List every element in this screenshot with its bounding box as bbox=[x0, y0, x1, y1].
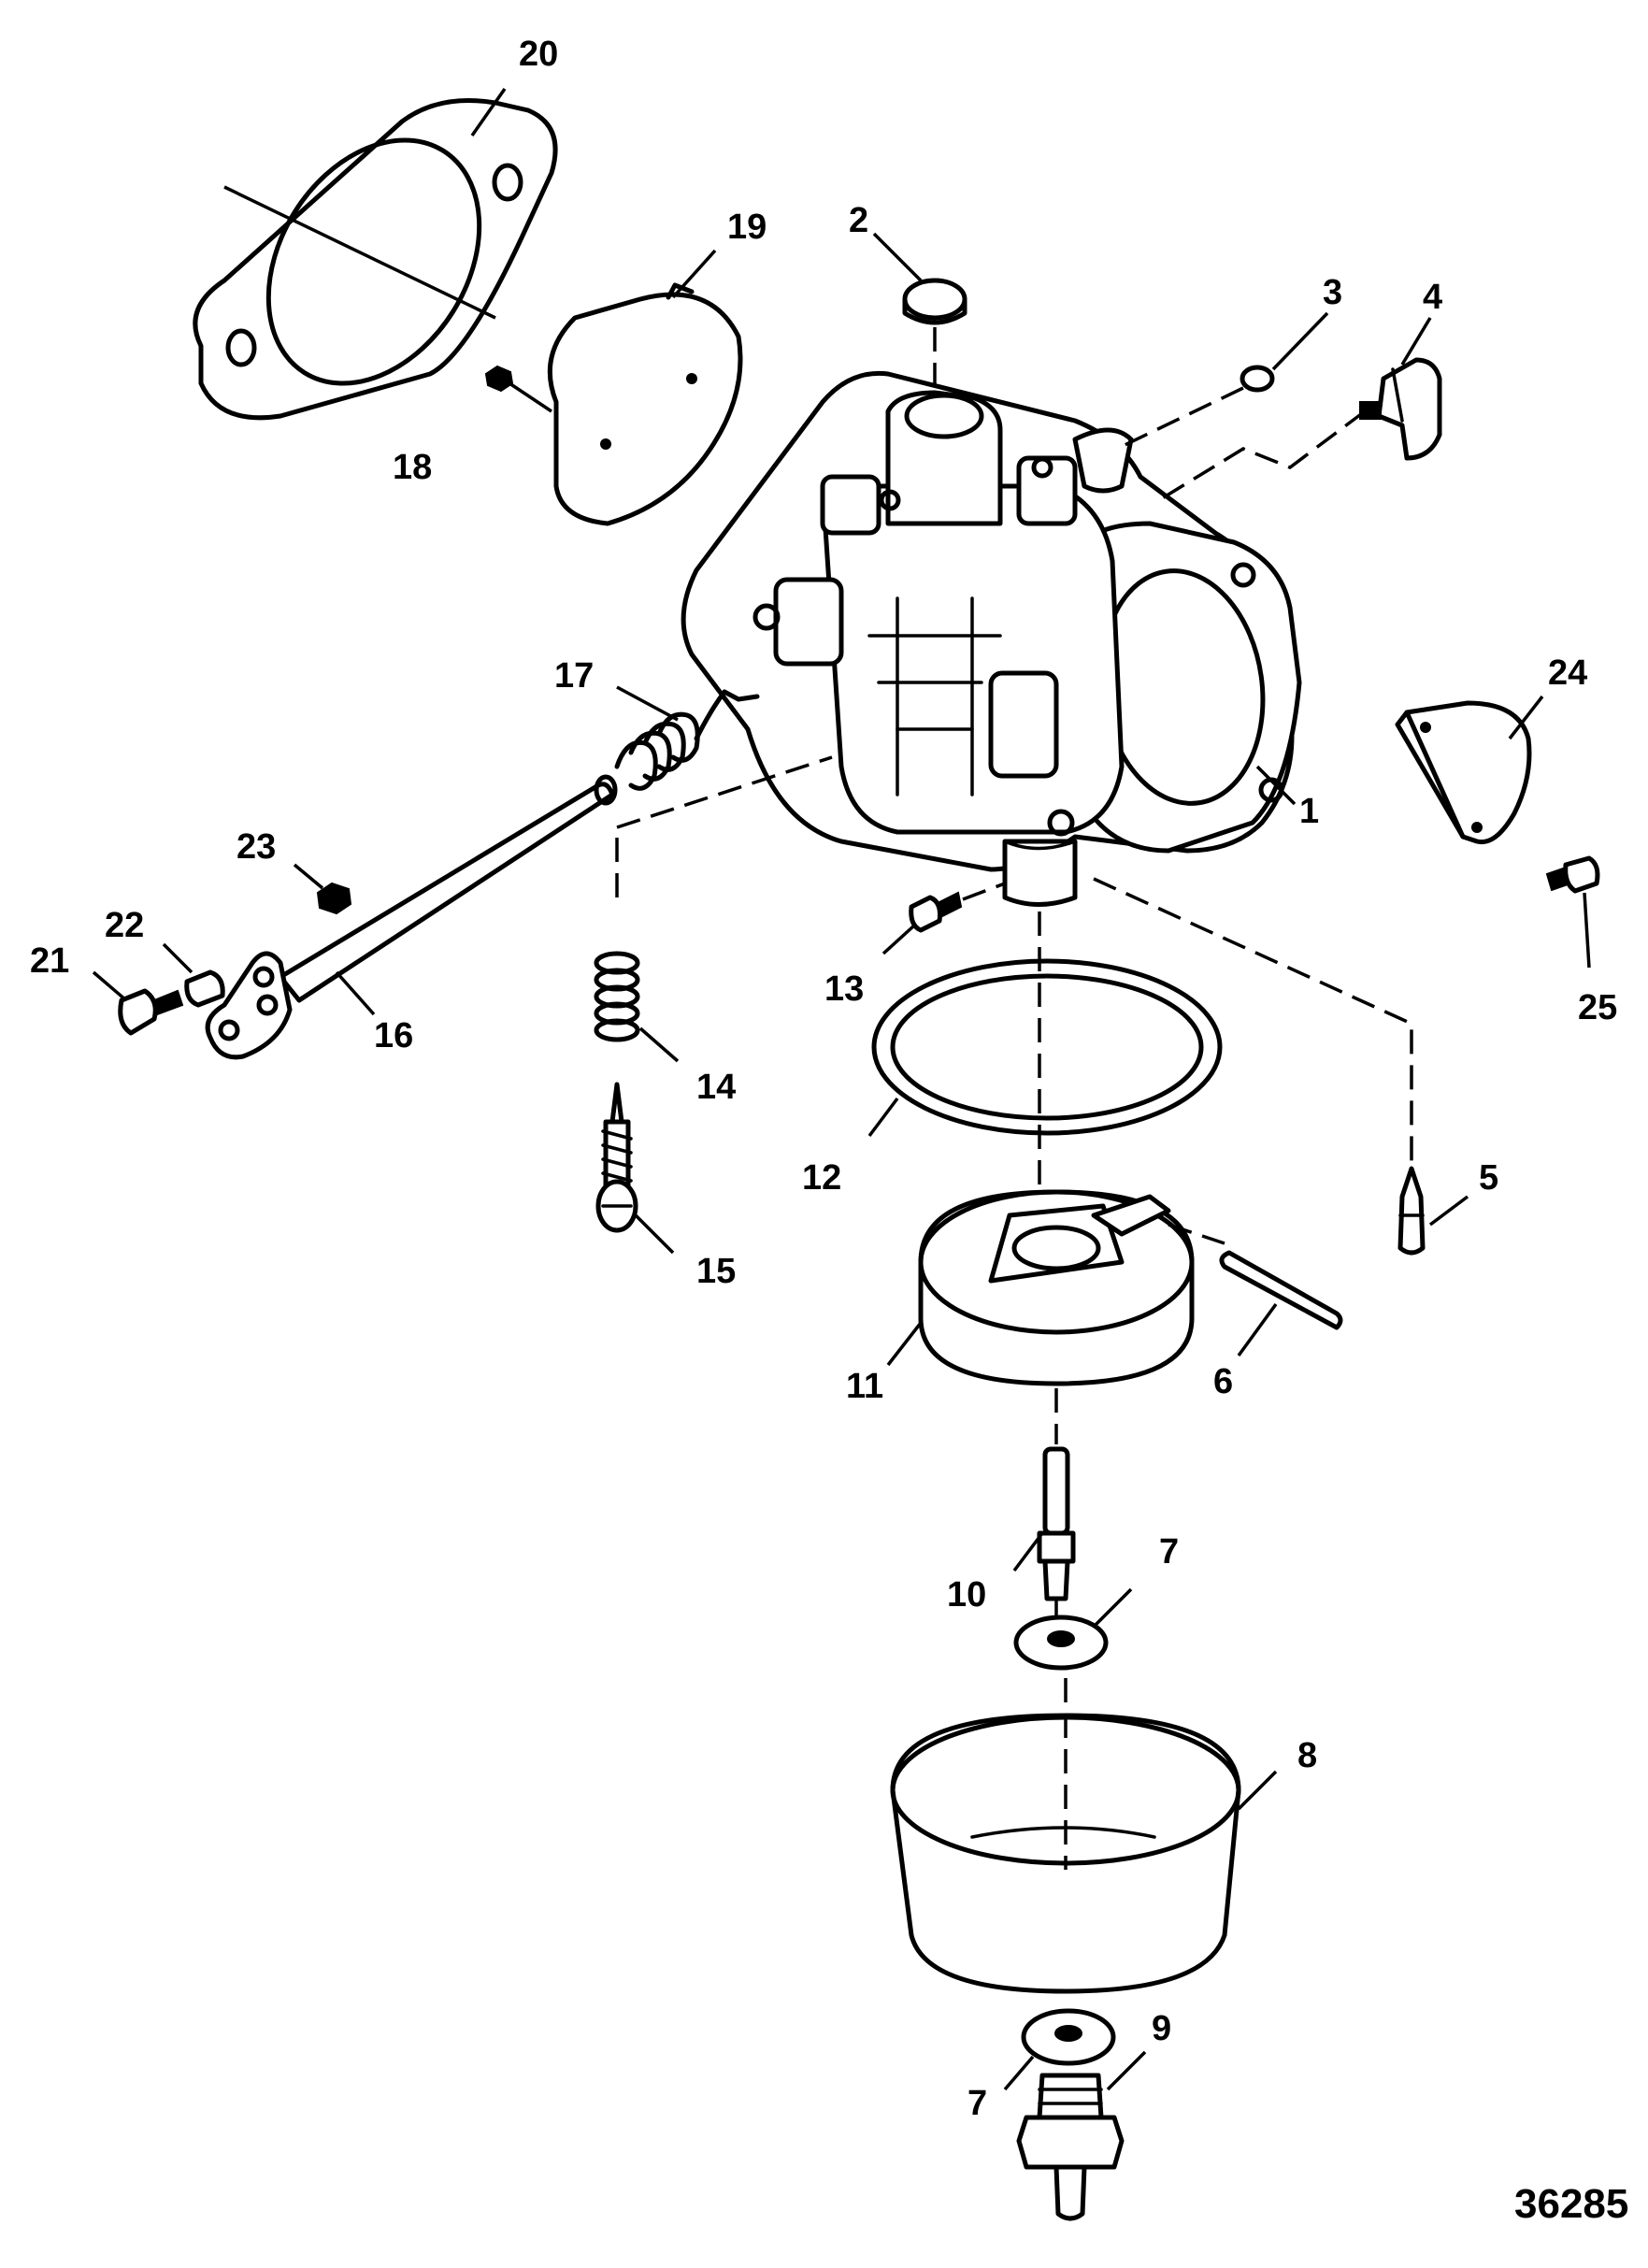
callout-11: 11 bbox=[846, 1367, 883, 1406]
callout-19: 19 bbox=[727, 208, 767, 247]
part-21-screw bbox=[92, 970, 184, 1036]
part-11-float bbox=[886, 1189, 1195, 1386]
part-6-pin bbox=[1168, 1223, 1343, 1357]
callout-2: 2 bbox=[849, 201, 868, 240]
callout-13: 13 bbox=[824, 969, 864, 1009]
part-20-gasket bbox=[193, 98, 558, 421]
part-17-spring bbox=[614, 685, 760, 791]
callout-25: 25 bbox=[1578, 988, 1617, 1027]
callout-7-upper: 7 bbox=[1159, 1532, 1179, 1572]
callout-4: 4 bbox=[1423, 278, 1442, 317]
part-19-plate bbox=[547, 282, 743, 526]
part-8-float-bowl bbox=[890, 1678, 1278, 1994]
part-23-nut bbox=[293, 863, 352, 915]
callout-22: 22 bbox=[105, 906, 144, 945]
callout-9: 9 bbox=[1152, 2009, 1171, 2048]
part-3-washer bbox=[1116, 365, 1275, 451]
callout-6: 6 bbox=[1213, 1362, 1233, 1401]
part-13-screw bbox=[881, 882, 1006, 955]
part-7-washer-lower bbox=[1003, 2008, 1116, 2091]
callout-3: 3 bbox=[1323, 273, 1342, 312]
part-25-screw bbox=[1545, 855, 1600, 969]
leader-20 bbox=[470, 87, 507, 137]
callout-16: 16 bbox=[374, 1016, 413, 1055]
part-5-jet bbox=[1093, 877, 1469, 1256]
part-4-elbow-fitting bbox=[1158, 357, 1442, 502]
leader-4 bbox=[1400, 317, 1432, 366]
figure-number: 36285 bbox=[1514, 2181, 1628, 2227]
callout-5: 5 bbox=[1479, 1158, 1498, 1198]
part-24-cover bbox=[1395, 695, 1544, 845]
part-9-drain-fitting bbox=[1016, 2050, 1147, 2221]
part-7-washer-upper bbox=[1013, 1587, 1133, 1671]
part-10-needle-valve bbox=[1012, 1388, 1076, 1636]
part-1-carburetor-body bbox=[681, 370, 1302, 907]
callout-24: 24 bbox=[1548, 653, 1587, 693]
callout-15: 15 bbox=[696, 1252, 736, 1291]
callout-14: 14 bbox=[696, 1068, 736, 1107]
callout-17: 17 bbox=[554, 656, 594, 696]
part-2-cap bbox=[902, 278, 967, 402]
callout-8: 8 bbox=[1297, 1736, 1317, 1775]
callout-21: 21 bbox=[30, 941, 69, 981]
leader-3 bbox=[1271, 311, 1329, 371]
leader-2 bbox=[872, 232, 923, 282]
callout-23: 23 bbox=[236, 827, 276, 867]
callout-7-lower: 7 bbox=[967, 2084, 987, 2123]
callout-1: 1 bbox=[1299, 792, 1319, 831]
leader-19 bbox=[671, 249, 717, 299]
part-18-screw bbox=[484, 365, 552, 413]
part-12-gasket bbox=[867, 912, 1223, 1225]
callout-18: 18 bbox=[393, 448, 432, 487]
part-15-needle-screw bbox=[595, 1082, 675, 1255]
leader-1 bbox=[1255, 765, 1297, 806]
callout-10: 10 bbox=[947, 1575, 986, 1615]
part-14-spring bbox=[594, 755, 833, 1063]
part-16-throttle-shaft bbox=[205, 774, 618, 1060]
callout-12: 12 bbox=[802, 1158, 841, 1198]
part-22-bushing bbox=[162, 942, 225, 1008]
callout-20: 20 bbox=[519, 35, 558, 74]
